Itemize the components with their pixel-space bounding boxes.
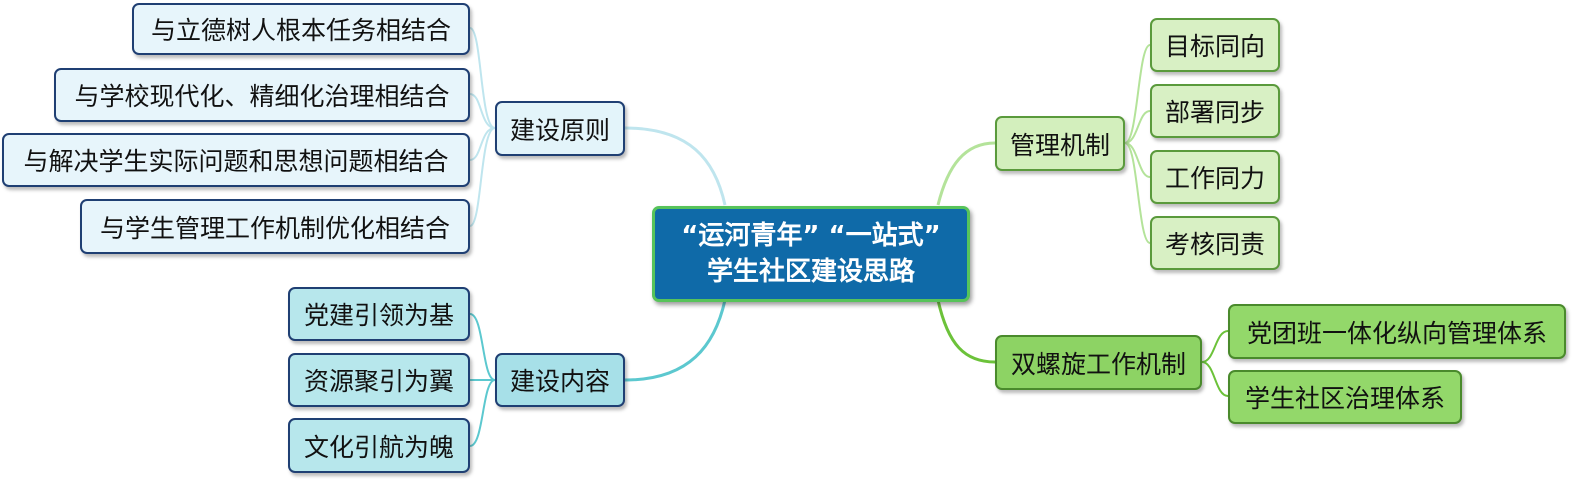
link-content-item-1 [469,313,496,381]
link-principles-item-4 [469,127,496,227]
root-topic-line-1: “运河青年” “一站式” [681,221,941,251]
principles-item-2-label: 与学校现代化、精细化治理相结合 [74,82,450,111]
link-principles-item-1 [469,27,496,129]
management-item-3[interactable]: 工作同力 [1150,150,1280,204]
double-helix-item-1-label: 党团班一体化纵向管理体系 [1246,318,1547,348]
double-helix-item-2-label: 学生社区治理体系 [1244,384,1445,413]
principles-item-1-label: 与立德树人根本任务相结合 [150,16,451,45]
management-item-2[interactable]: 部署同步 [1150,84,1280,138]
link-management-item-1 [1124,44,1151,144]
link-root-management [936,141,996,206]
branch-principles-label: 建设原则 [509,115,610,145]
principles-item-2[interactable]: 与学校现代化、精细化治理相结合 [54,68,470,122]
content-item-1[interactable]: 党建引领为基 [288,287,470,341]
principles-item-1[interactable]: 与立德树人根本任务相结合 [132,3,470,55]
content-item-2-label: 资源聚引为翼 [303,367,454,396]
link-root-principles [624,126,727,206]
double-helix-item-2[interactable]: 学生社区治理体系 [1228,370,1462,424]
management-item-2-label: 部署同步 [1164,98,1265,127]
branch-double-helix[interactable]: 双螺旋工作机制 [995,335,1202,390]
link-double-helix-item-2 [1201,361,1229,397]
principles-item-4[interactable]: 与学生管理工作机制优化相结合 [80,199,470,254]
management-item-1-label: 目标同向 [1164,32,1265,61]
principles-item-4-label: 与学生管理工作机制优化相结合 [99,213,450,243]
double-helix-item-1[interactable]: 党团班一体化纵向管理体系 [1228,304,1566,359]
branch-principles[interactable]: 建设原则 [495,101,625,156]
branch-management-label: 管理机制 [1009,130,1110,160]
root-topic[interactable]: “运河青年” “一站式” 学生社区建设思路 [652,206,970,302]
content-item-3[interactable]: 文化引航为魄 [288,418,470,473]
link-management-item-2 [1124,110,1151,144]
link-content-item-3 [469,379,496,447]
link-principles-item-2 [469,93,496,129]
link-root-double-helix [936,299,996,364]
link-principles-item-3 [469,127,496,161]
link-root-content [624,299,727,382]
management-item-3-label: 工作同力 [1164,164,1265,193]
management-item-4-label: 考核同责 [1164,230,1265,259]
branch-content[interactable]: 建设内容 [495,353,625,407]
management-item-1[interactable]: 目标同向 [1150,18,1280,72]
branch-double-helix-label: 双螺旋工作机制 [1010,349,1186,379]
content-item-2[interactable]: 资源聚引为翼 [288,353,470,407]
management-item-4[interactable]: 考核同责 [1150,216,1280,270]
principles-item-3-label: 与解决学生实际问题和思想问题相结合 [23,147,449,176]
content-item-1-label: 党建引领为基 [303,301,454,330]
link-double-helix-item-1 [1201,330,1229,363]
branch-management[interactable]: 管理机制 [995,116,1125,171]
branch-content-label: 建设内容 [509,367,610,396]
root-topic-line-2: 学生社区建设思路 [706,257,915,287]
principles-item-3[interactable]: 与解决学生实际问题和思想问题相结合 [2,133,470,187]
link-management-item-4 [1124,142,1151,244]
content-item-3-label: 文化引航为魄 [303,432,454,462]
